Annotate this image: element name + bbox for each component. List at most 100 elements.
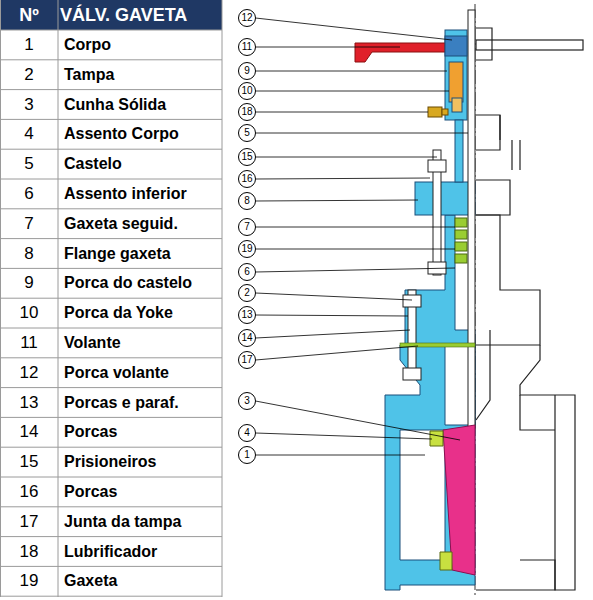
drawing-stroke [0, 387, 222, 388]
drawing-stroke [0, 298, 222, 299]
drawing-stroke [256, 133, 469, 134]
part-name: Junta da tampa [64, 507, 220, 537]
drawing-stroke [0, 506, 222, 507]
row-number: 19 [0, 566, 58, 596]
drawing-stroke [0, 30, 222, 31]
drawing-stroke [0, 208, 222, 209]
drawing-stroke [239, 307, 256, 324]
drawing-stroke [239, 352, 256, 369]
drawing-stroke [256, 268, 456, 272]
drawing-stroke [455, 242, 467, 251]
part-name: Volante [64, 328, 220, 358]
row-number: 12 [0, 358, 58, 388]
drawing-stroke [403, 368, 421, 380]
drawing-stroke [256, 71, 448, 72]
table-grid [0, 0, 222, 597]
part-name: Flange gaxeta [64, 239, 220, 269]
drawing-stroke [256, 455, 426, 456]
drawing-stroke [428, 160, 446, 172]
callout-number: 13 [238, 307, 256, 323]
drawing-stroke [520, 345, 575, 590]
drawing-stroke [0, 0, 222, 597]
callout-number: 18 [238, 104, 256, 120]
part-name: Corpo [64, 30, 220, 60]
row-number: 18 [0, 537, 58, 567]
drawing-stroke [256, 47, 401, 48]
drawing-stroke [499, 115, 500, 140]
drawing-stroke [256, 315, 409, 316]
drawing-stroke [256, 249, 456, 250]
handwheel-nut [445, 36, 467, 56]
drawing-stroke [256, 91, 450, 92]
callout-number: 16 [238, 171, 256, 187]
part-name: Assento inferior [64, 179, 220, 209]
drawing-stroke [256, 200, 419, 201]
row-number: 14 [0, 417, 58, 447]
drawing-stroke [0, 59, 222, 60]
drawing-stroke [0, 268, 222, 269]
drawing-stroke [239, 393, 256, 410]
callout-number: 6 [238, 264, 256, 280]
drawing-stroke [0, 477, 222, 478]
part-name: Gaxeta seguid. [64, 209, 220, 239]
part-name: Cunha Sólida [64, 90, 220, 120]
drawing-stroke [58, 0, 59, 597]
callout-number: 7 [238, 219, 256, 235]
drawing-stroke [476, 28, 492, 60]
drawing-stroke [256, 401, 461, 440]
drawing-stroke [0, 596, 222, 597]
drawing-stroke [239, 104, 256, 121]
drawing-stroke [0, 328, 222, 329]
drawing-stroke [239, 10, 256, 27]
drawing-stroke [239, 39, 256, 56]
drawing-stroke [452, 98, 462, 112]
drawing-stroke [239, 264, 256, 281]
drawing-stroke [0, 0, 222, 30]
section-half [385, 30, 475, 590]
packing [455, 218, 467, 263]
lubricator [428, 107, 448, 117]
callout-number: 8 [238, 193, 256, 209]
drawing-stroke [455, 230, 467, 239]
drawing-stroke [256, 227, 456, 228]
part-name: Lubrificador [64, 537, 220, 567]
drawing-stroke [0, 89, 222, 90]
drawing-stroke [222, 0, 223, 597]
row-number: 15 [0, 447, 58, 477]
drawing-stroke [385, 345, 475, 590]
drawing-stroke [0, 357, 222, 358]
drawing-stroke [239, 447, 256, 464]
part-name: Assento Corpo [64, 119, 220, 149]
row-number: 5 [0, 149, 58, 179]
drawing-stroke [239, 149, 256, 166]
callout-number: 15 [238, 149, 256, 165]
row-number: 16 [0, 477, 58, 507]
row-number: 10 [0, 298, 58, 328]
drawing-stroke [239, 83, 256, 100]
drawing-stroke [0, 149, 222, 150]
header-cell: VÁLV. GAVETA [60, 0, 222, 30]
drawing-stroke [403, 295, 421, 307]
callout-number: 1 [238, 447, 256, 463]
drawing-stroke [256, 433, 433, 439]
drawing-stroke [0, 447, 222, 448]
callout-number: 14 [238, 330, 256, 346]
row-number: 3 [0, 90, 58, 120]
callout-number: 4 [238, 425, 256, 441]
drawing-stroke [256, 330, 411, 338]
callout-number: 12 [238, 10, 256, 26]
stem [468, 10, 475, 428]
drawing-stroke [449, 62, 463, 102]
row-number: 6 [0, 179, 58, 209]
drawing-stroke [239, 241, 256, 258]
header-cell: Nº [0, 0, 58, 30]
drawing-stroke [256, 157, 438, 158]
callout-circles [239, 10, 256, 464]
seat-ring [440, 552, 452, 570]
part-name: Porca volante [64, 358, 220, 388]
callout-number: 17 [238, 352, 256, 368]
row-number: 7 [0, 209, 58, 239]
drawing-stroke [476, 115, 500, 150]
part-name: Porcas e paraf. [64, 388, 220, 418]
